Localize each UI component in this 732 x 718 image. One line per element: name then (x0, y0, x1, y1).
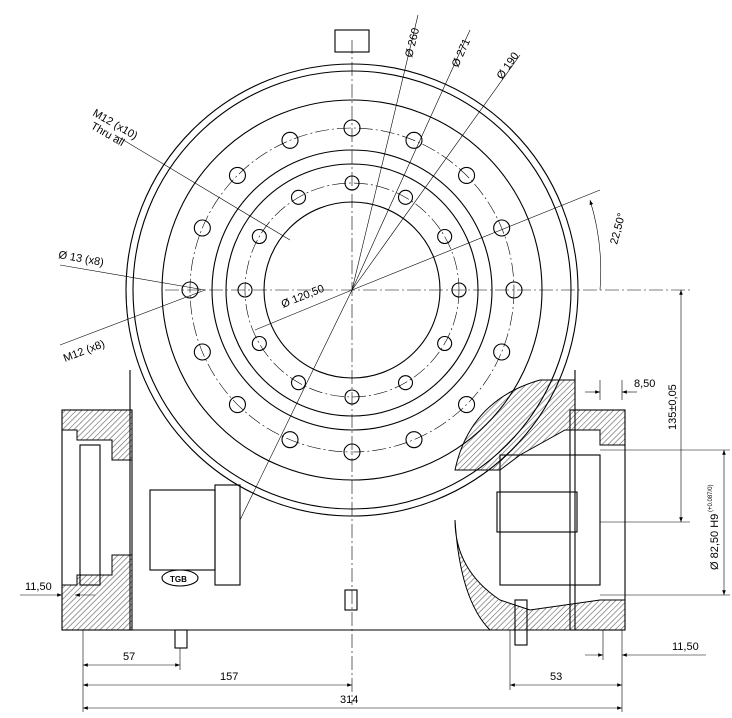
gearbox-housing: TGB (61, 29, 626, 649)
outer-bolt-hole (281, 431, 299, 449)
dimension-dia-82-50: Ø 82,50 H9 (+0.087/0) (600, 449, 730, 596)
label-dia-271: Ø 271 (450, 37, 473, 69)
inner-bolt-hole (290, 375, 307, 391)
inner-bolt-hole (290, 189, 307, 205)
outer-bolt-hole (493, 219, 511, 237)
svg-text:8,50: 8,50 (634, 378, 655, 390)
logo-plate (161, 569, 199, 587)
inner-bolt-hole (251, 228, 267, 245)
label-dia-120-50: Ø 120,50 (280, 283, 326, 311)
svg-text:11,50: 11,50 (672, 641, 699, 653)
svg-text:(+0.087/0): (+0.087/0) (708, 484, 714, 512)
leader-m12x10 (114, 134, 291, 241)
svg-text:157: 157 (220, 671, 238, 683)
label-dia-190: Ø 190 (495, 50, 522, 81)
outer-bolt-hole (405, 131, 423, 149)
leader-260 (351, 14, 419, 291)
svg-text:314: 314 (340, 694, 358, 706)
svg-text:11,50: 11,50 (25, 581, 52, 593)
dimension-11-50-right: 11,50 (585, 630, 706, 660)
outer-bolt-hole (458, 396, 476, 414)
outer-bolt-hole (193, 343, 211, 361)
svg-text:57: 57 (123, 651, 135, 663)
dimension-8-50: 8,50 (585, 378, 655, 400)
dimension-135: 135±0,05 (600, 290, 690, 523)
leader-271 (351, 29, 471, 291)
outer-bolt-hole (281, 131, 299, 149)
logo-text: TGB (170, 575, 187, 584)
inner-bolt-hole (437, 228, 453, 245)
dimension-157: 157 (83, 671, 352, 687)
outer-bolt-hole (193, 219, 211, 237)
inner-bolt-hole (397, 375, 414, 391)
outer-bolt-hole (458, 166, 476, 184)
leader-190 (351, 54, 521, 291)
leader-dia13 (59, 264, 206, 291)
inner-bolt-hole (397, 189, 414, 205)
leader-m12x8 (59, 289, 206, 346)
outer-bolt-hole (493, 343, 511, 361)
inner-bolt-hole (251, 335, 267, 352)
dimension-57: 57 (83, 651, 180, 667)
svg-text:Ø 82,50 H9: Ø 82,50 H9 (709, 514, 721, 570)
svg-text:53: 53 (550, 671, 562, 683)
outer-bolt-hole (228, 166, 246, 184)
outer-bolt-hole (228, 396, 246, 414)
inner-bolt-hole (437, 335, 453, 352)
outer-bolt-hole (405, 431, 423, 449)
label-dia-260: Ø 260 (403, 27, 422, 59)
svg-text:135±0,05: 135±0,05 (667, 384, 679, 430)
dimension-314: 314 (83, 694, 622, 710)
label-angle: 22,50° (608, 212, 628, 246)
dimension-11-50-left: 11,50 (20, 581, 95, 597)
dimension-53: 53 (509, 671, 622, 687)
